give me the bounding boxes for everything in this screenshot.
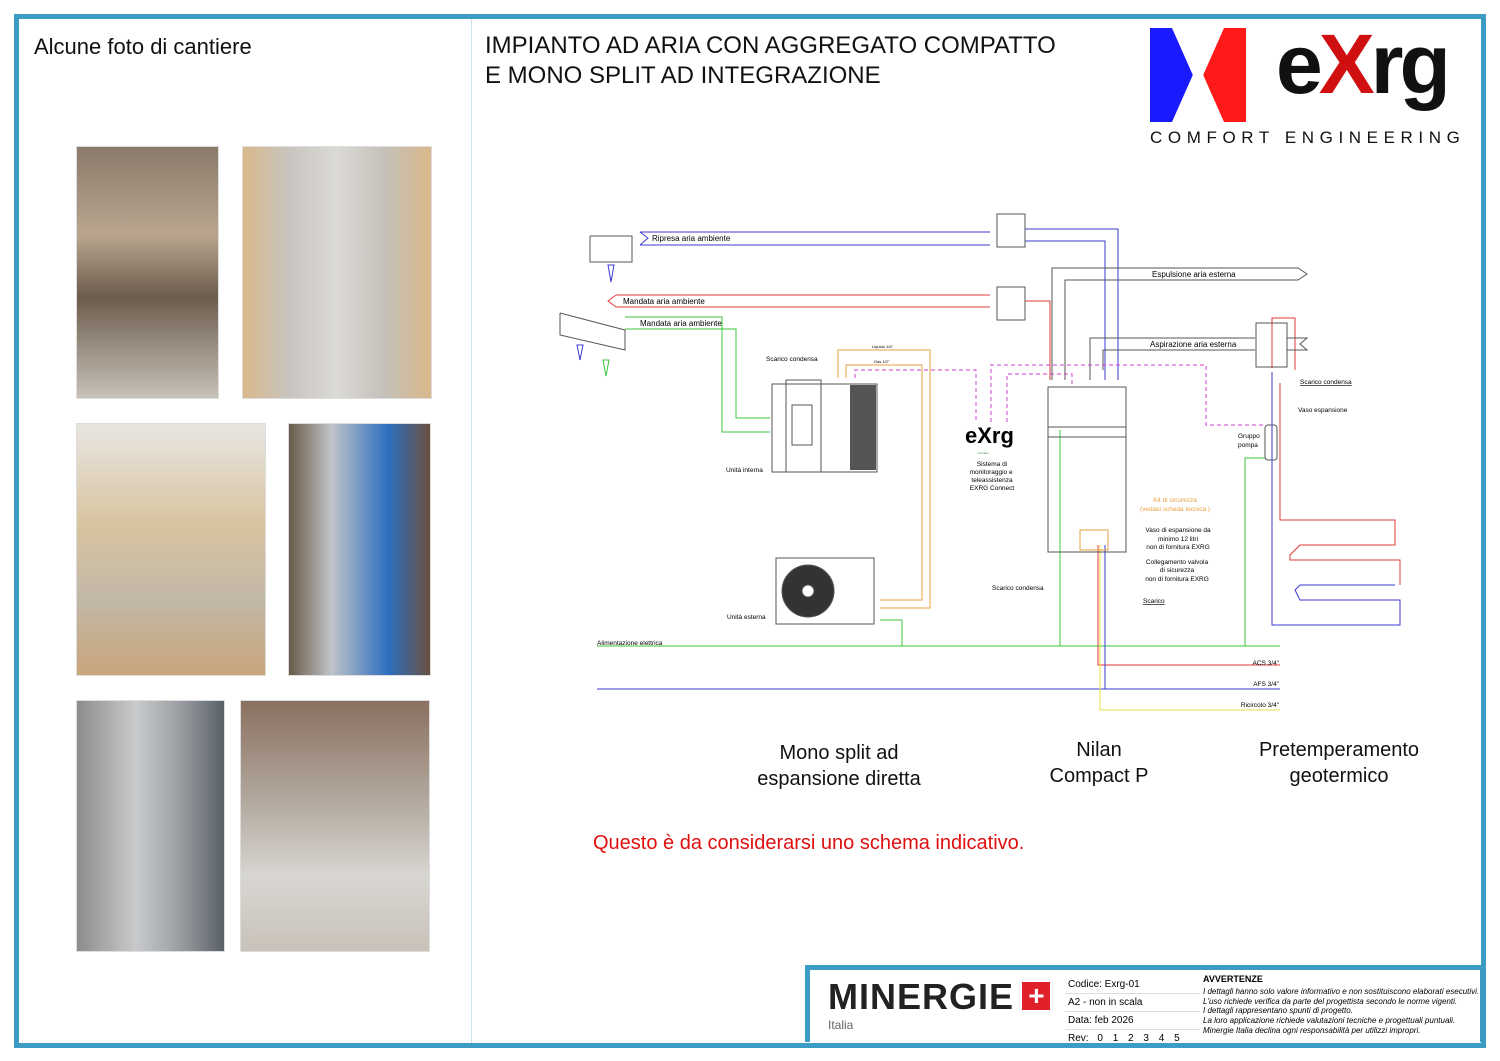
revisions: Rev: 0 1 2 3 4 5 [1068,1033,1180,1044]
warnings: AVVERTENZE I dettagli hanno solo valore … [1203,974,1480,1035]
exrg-logo: eXrg COMFORT ENGINEERING [1148,17,1478,151]
indicative-note: Questo è da considerarsi uno schema indi… [593,832,1025,854]
site-photo-4 [288,423,431,676]
swiss-cross-icon: + [1022,982,1051,1010]
label-scarico-nilan: Scarico condensa [992,585,1044,592]
exrg-tagline: COMFORT ENGINEERING [1150,128,1466,147]
signal-lines [854,364,1265,426]
title-block: MINERGIE + Italia Codice: Exrg-01 A2 - n… [805,965,1485,1044]
label-mandata-2: Mandata aria ambiente [640,319,722,328]
title-line-1: IMPIANTO AD ARIA CON AGGREGATO COMPATTO [485,32,1056,59]
label-ripresa: Ripresa aria ambiente [652,234,731,243]
exrg-logo-wordmark: eXrg [1276,17,1451,111]
site-photo-1 [76,146,219,399]
exrg-connect-sub: connect [978,451,989,455]
label-alimentazione: Alimentazione elettrica [597,640,663,647]
label-unita-interna: Unità interna [726,467,763,474]
site-photo-5 [76,700,225,952]
panel-divider [471,19,472,1043]
label-liquido: Liquido 1/4" [872,344,894,349]
label-ricircolo: Ricircolo 3/4" [1241,702,1280,709]
drawing-info: Codice: Exrg-01 A2 - non in scala Data: … [1065,976,1200,1047]
label-afs: AFS 3/4" [1253,681,1279,688]
page-title: IMPIANTO AD ARIA CON AGGREGATO COMPATTO … [485,31,1056,91]
green-lines [597,316,1280,647]
label-scarico-split: Scarico condensa [766,356,818,363]
indoor-unit-coil [850,385,876,470]
page-frame [14,14,1486,1048]
minergie-logo: MINERGIE + Italia [828,978,1051,1032]
label-acs: ACS 3/4" [1252,660,1279,667]
label-gas: Gas 1/2" [874,359,890,364]
exrg-logo-mark [1150,28,1246,122]
site-photo-3 [76,423,266,676]
outdoor-air-ducts [559,213,1309,625]
label-scarico-geo: Scarico condensa [1300,379,1352,386]
label-espulsione: Espulsione aria esterna [1152,270,1236,279]
label-aspirazione: Aspirazione aria esterna [1150,340,1237,349]
site-photo-6 [240,700,430,952]
ricircolo-line [1099,545,1280,711]
label-mandata-1: Mandata aria ambiente [623,297,705,306]
scala: A2 - non in scala [1065,994,1200,1012]
site-photo-2 [242,146,432,399]
label-kit-sicurezza: Kit di sicurezza(vedasi scheda tecnica ) [1140,497,1210,513]
label-unita-esterna: Unità esterna [727,614,766,621]
label-vaso-espansione: Vaso espansione [1298,407,1348,414]
exrg-connect-logo: eXrg [965,423,1014,448]
title-line-2: E MONO SPLIT AD INTEGRAZIONE [485,62,881,89]
refrigerant-lines [837,349,1109,609]
water-blue-lines [597,372,1401,690]
label-scarico: Scarico [1143,598,1165,605]
codice: Codice: Exrg-01 [1065,976,1200,994]
mandata-duct [607,294,1401,666]
data: Data: feb 2026 [1065,1012,1200,1030]
left-panel-title: Alcune foto di cantiere [34,34,252,59]
ripresa-duct [639,228,1119,380]
